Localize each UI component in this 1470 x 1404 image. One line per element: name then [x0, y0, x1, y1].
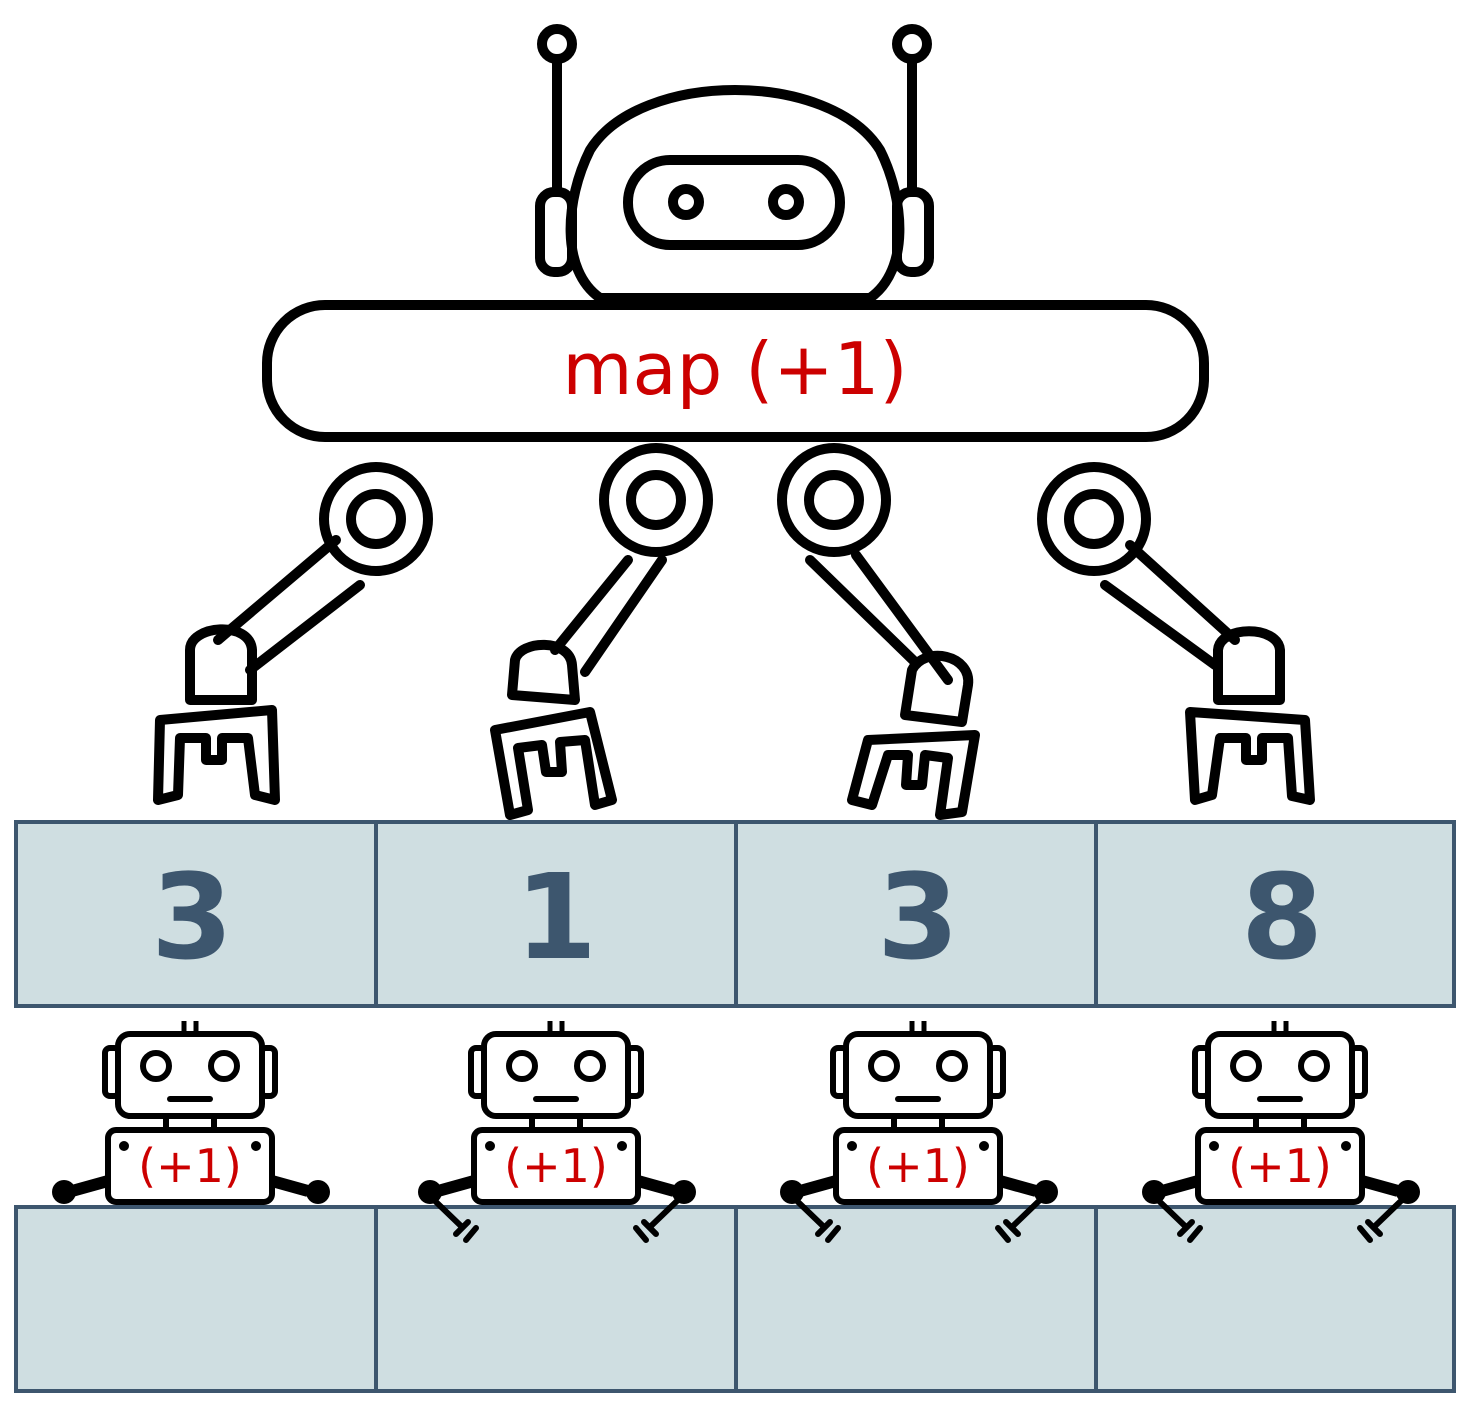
robot-eye-left-icon [668, 184, 704, 220]
worker-function-label: (+1) [138, 1139, 242, 1193]
worker-robot-4: (+1) [1142, 1021, 1420, 1243]
robot-visor-icon [623, 155, 845, 250]
worker-robot-2: (+1) [418, 1021, 696, 1243]
worker-function-label: (+1) [1228, 1139, 1332, 1193]
robot-eye-right-icon [768, 184, 804, 220]
input-value: 1 [515, 848, 597, 986]
output-cell [734, 1205, 1098, 1393]
worker-function-label: (+1) [866, 1139, 970, 1193]
input-cell [1094, 820, 1456, 1008]
output-list [14, 1205, 1456, 1393]
output-cell [14, 1205, 378, 1393]
input-list: 3 1 3 8 [14, 820, 1456, 1008]
input-cell [734, 820, 1098, 1008]
map-function-bar [262, 300, 1209, 442]
robot-arm-1-icon [153, 462, 433, 805]
robot-arm-4-icon [1037, 462, 1315, 805]
worker-function-label: (+1) [504, 1139, 608, 1193]
output-cell [1094, 1205, 1456, 1393]
worker-robot-1: (+1) [52, 1021, 330, 1204]
robot-arm-2-icon [490, 443, 713, 820]
input-value: 3 [151, 848, 233, 986]
robot-arms [153, 443, 1315, 820]
robot-head-icon [565, 85, 905, 303]
worker-robot-3: (+1) [780, 1021, 1058, 1243]
antenna-left-icon [535, 24, 577, 277]
input-cell [14, 820, 378, 1008]
input-value: 8 [1241, 848, 1323, 986]
map-robot: map (+1) [153, 24, 1315, 820]
output-cell [374, 1205, 738, 1393]
worker-robots: (+1) (+1) (+1) [52, 1021, 1420, 1243]
robot-arm-3-icon [777, 443, 980, 820]
map-function-label: map (+1) [562, 327, 907, 411]
input-value: 3 [877, 848, 959, 986]
